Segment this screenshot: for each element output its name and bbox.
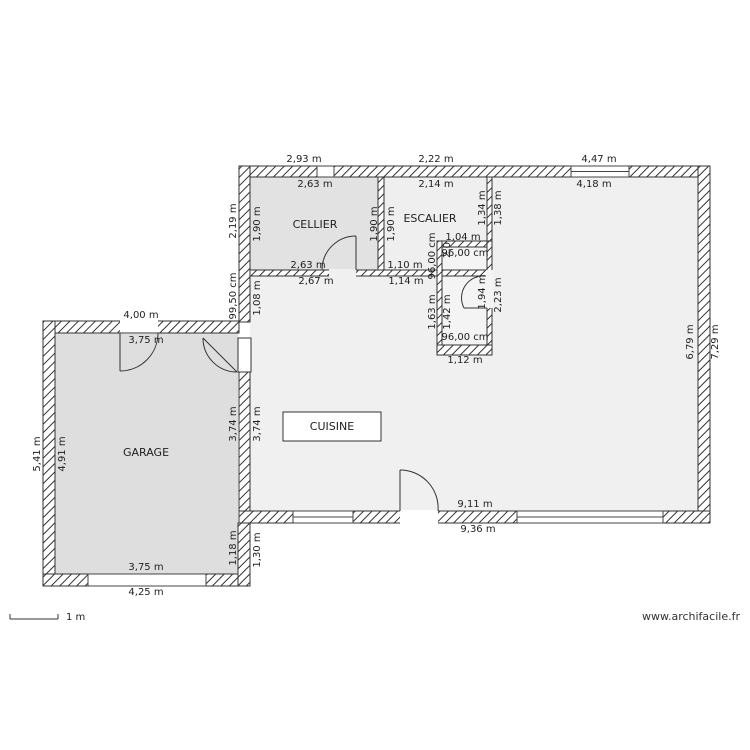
garage-floor bbox=[55, 333, 238, 574]
dim-shaft-2-23: 2,23 m bbox=[493, 277, 504, 312]
dim-escalier-right-outer: 1,38 m bbox=[493, 190, 504, 225]
shaft-door-gap bbox=[486, 270, 493, 308]
room-garage: GARAGE bbox=[123, 446, 169, 459]
dim-cuisine-bottom-inner: 9,11 m bbox=[457, 499, 492, 510]
dim-shaft-1-42: 1,42 m bbox=[442, 294, 453, 329]
room-escalier: ESCALIER bbox=[403, 212, 456, 225]
dim-cuisine-top: 4,18 m bbox=[576, 179, 611, 190]
dim-garage-left-outer: 5,41 m bbox=[32, 436, 43, 471]
dim-cellier-top: 2,63 m bbox=[297, 179, 332, 190]
dim-cellier-right: 1,90 m bbox=[369, 206, 380, 241]
dim-shaft-bottom-inner: 96,00 cm bbox=[441, 332, 488, 343]
dim-cuisine-left-low-inner: 1,30 m bbox=[252, 532, 263, 567]
dim-escalier-top: 2,14 m bbox=[418, 179, 453, 190]
room-cellier: CELLIER bbox=[293, 218, 338, 231]
dim-shaft-1-94: 1,94 m bbox=[477, 274, 488, 309]
dim-96-vert: 96,00 cm bbox=[427, 232, 438, 279]
cuisine-door-gap bbox=[400, 510, 438, 524]
dim-cuisine-right-inner: 6,79 m bbox=[685, 324, 696, 359]
cuisine-label-box bbox=[282, 411, 382, 442]
dim-cellier-bottom: 2,63 m bbox=[290, 260, 325, 271]
dim-escalier-right-inner: 1,34 m bbox=[477, 190, 488, 225]
dim-top-left: 2,93 m bbox=[286, 154, 321, 165]
dim-garage-top-outer: 4,00 m bbox=[123, 310, 158, 321]
dim-left-99-50: 99,50 cm bbox=[228, 272, 239, 319]
dim-cuisine-left-outer: 3,74 m bbox=[228, 406, 239, 441]
dim-cuisine-left-low-outer: 1,18 m bbox=[228, 530, 239, 565]
doors bbox=[119, 235, 487, 512]
dim-garage-left-inner: 4,91 m bbox=[57, 436, 68, 471]
cellier-floor bbox=[250, 177, 378, 270]
dim-shaft-1-63: 1,63 m bbox=[427, 294, 438, 329]
dim-garage-top-inner: 3,75 m bbox=[128, 335, 163, 346]
dim-top-mid: 2,22 m bbox=[418, 154, 453, 165]
dim-shaft-bottom-outer: 1,12 m bbox=[447, 355, 482, 366]
dim-left-1-08: 1,08 m bbox=[252, 280, 263, 315]
scale-bar bbox=[9, 614, 59, 620]
scale-label: 1 m bbox=[66, 612, 85, 623]
dim-escalier-left: 1,90 m bbox=[386, 206, 397, 241]
dim-escalier-bottom: 1,10 m bbox=[387, 260, 422, 271]
cellier-door-gap bbox=[329, 269, 356, 277]
dim-cuisine-right-outer: 7,29 m bbox=[710, 324, 721, 359]
room-cuisine: CUISINE bbox=[310, 420, 354, 433]
garage-entry-gap bbox=[120, 320, 158, 334]
dim-garage-bottom-inner: 3,75 m bbox=[128, 562, 163, 573]
dim-garage-bottom-outer: 4,25 m bbox=[128, 587, 163, 598]
dim-cellier-left-outer: 2,19 m bbox=[228, 203, 239, 238]
dim-top-right: 4,47 m bbox=[581, 154, 616, 165]
garage-door-gap bbox=[237, 337, 252, 373]
shaft-floor bbox=[442, 247, 487, 345]
windows bbox=[87, 165, 664, 587]
dim-2-0: 2,0 bbox=[442, 242, 453, 258]
dim-cuisine-bottom-outer: 9,36 m bbox=[460, 524, 495, 535]
dim-1-04: 1,04 m bbox=[445, 232, 480, 243]
dim-cellier-left-inner: 1,90 m bbox=[252, 206, 263, 241]
dim-cuisine-left-inner: 3,74 m bbox=[252, 406, 263, 441]
dim-under-escalier: 1,14 m bbox=[388, 276, 423, 287]
dim-cuisine-under-cellier: 2,67 m bbox=[298, 276, 333, 287]
dim-96-top: 96,00 cm bbox=[441, 248, 488, 259]
credit-text[interactable]: www.archifacile.fr bbox=[642, 610, 740, 623]
